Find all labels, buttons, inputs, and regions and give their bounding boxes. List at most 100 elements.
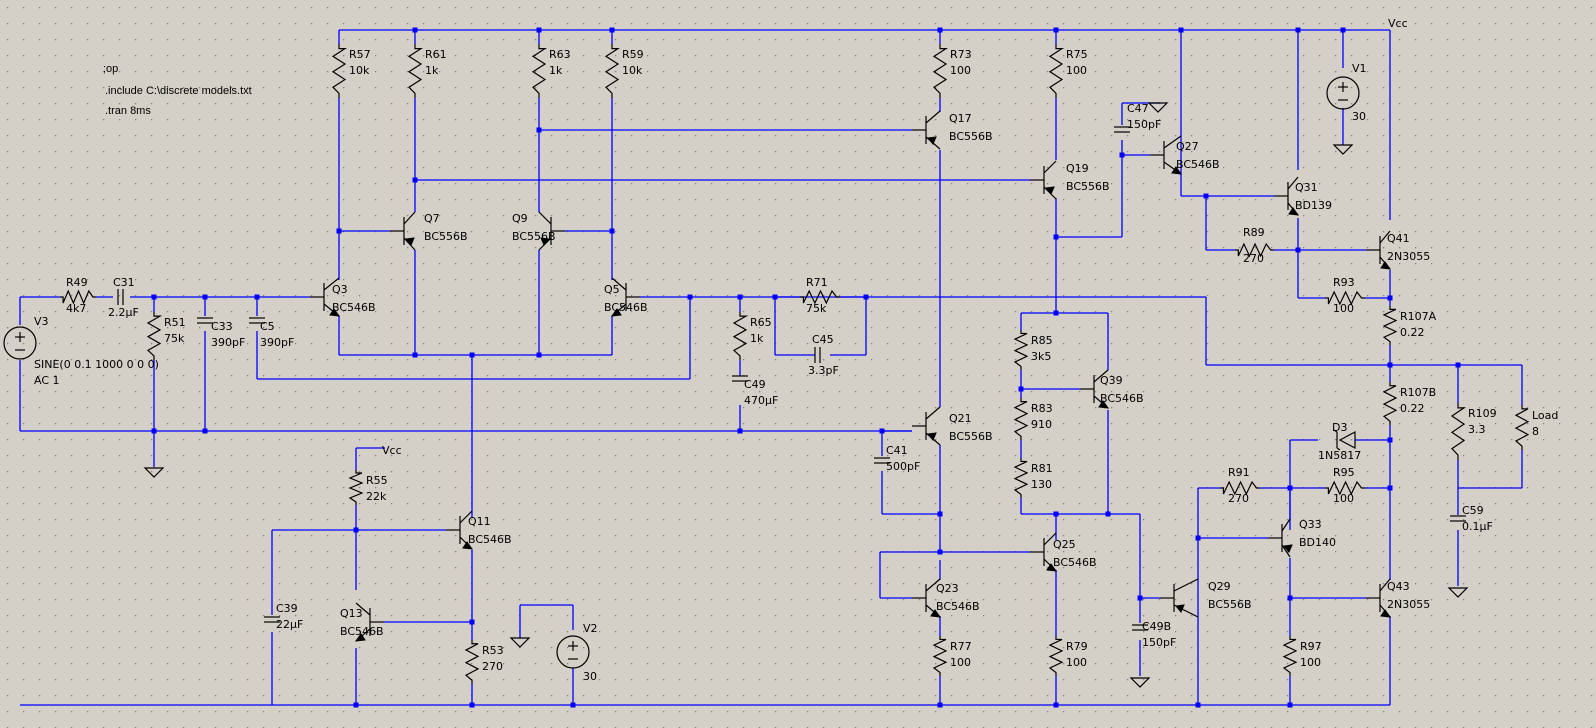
junction: [336, 228, 342, 234]
capacitor-ref: C33: [211, 320, 233, 333]
resistor-r79[interactable]: [1048, 636, 1064, 676]
capacitor-ref: C49: [744, 378, 766, 391]
resistor-r71[interactable]: [800, 289, 840, 305]
junction: [1053, 702, 1059, 708]
ground-symbol: [1129, 677, 1151, 688]
transistor-model: BC556B: [1208, 598, 1252, 611]
bjt-emitter: [1281, 544, 1291, 558]
labels: R5710kR611kR631kR5910kR73100R75100R5175k…: [34, 48, 1558, 683]
resistor-ref: R109: [1468, 407, 1497, 420]
resistor-load[interactable]: [1514, 405, 1530, 450]
resistor-r93[interactable]: [1325, 290, 1365, 306]
resistor-r95[interactable]: [1325, 480, 1365, 496]
capacitor-value: 22µF: [276, 618, 303, 631]
junction: [1455, 362, 1461, 368]
junction: [1295, 27, 1301, 33]
resistor-r89[interactable]: [1235, 242, 1274, 258]
resistor-r109[interactable]: [1450, 403, 1466, 460]
resistor-r61[interactable]: [407, 44, 424, 98]
resistor-r55[interactable]: [348, 470, 364, 505]
resistor-value: 1k: [750, 332, 764, 345]
junction: [1387, 485, 1393, 491]
junction: [412, 27, 418, 33]
capacitor-value: 2.2µF: [108, 306, 139, 319]
diode-ref: D3: [1332, 421, 1347, 434]
resistor-ref: R71: [806, 276, 828, 289]
junction: [863, 294, 869, 300]
resistor-r85[interactable]: [1013, 330, 1029, 370]
resistor-r73[interactable]: [932, 44, 949, 98]
transistor-ref: Q33: [1299, 518, 1322, 531]
resistor-ref: Load: [1532, 409, 1558, 422]
resistor-ref: R61: [425, 48, 447, 61]
resistor-r59[interactable]: [604, 44, 621, 98]
transistor-ref: Q9: [512, 212, 528, 225]
resistor-value: 8: [1532, 425, 1539, 438]
resistor-r77[interactable]: [932, 636, 948, 676]
resistor-ref: R53: [482, 644, 504, 657]
junction: [1053, 511, 1059, 517]
resistor-r97[interactable]: [1282, 636, 1298, 676]
junction: [1137, 595, 1143, 601]
resistor-value: 0.22: [1400, 402, 1425, 415]
resistor-r57[interactable]: [331, 44, 348, 98]
junction: [1287, 485, 1293, 491]
ground-symbol: [1147, 102, 1169, 113]
junction: [536, 27, 542, 33]
resistor-value: 10k: [349, 64, 370, 77]
bjt-arrow: [1098, 400, 1110, 409]
bjt-collector: [355, 602, 371, 616]
capacitor-ref: C47: [1127, 102, 1149, 115]
voltage-source-v1[interactable]: [1326, 76, 1360, 110]
voltage-source-v3[interactable]: [3, 326, 37, 360]
junction: [353, 527, 359, 533]
junction: [469, 352, 475, 358]
resistor-r51[interactable]: [146, 312, 163, 360]
bjt-arrow: [930, 609, 942, 618]
junction: [1105, 511, 1111, 517]
resistor-r107b[interactable]: [1382, 382, 1398, 425]
transistor-model: BC556B: [949, 130, 993, 143]
junction: [609, 228, 615, 234]
ground-symbol: [1447, 587, 1469, 598]
bjt-collector: [925, 110, 941, 124]
resistor-r53[interactable]: [464, 640, 480, 684]
resistor-value: 270: [1228, 492, 1249, 505]
transistor-model: BD140: [1299, 536, 1336, 549]
resistor-r49[interactable]: [60, 289, 96, 305]
junction: [1119, 152, 1125, 158]
directive-op: ;op: [103, 63, 118, 75]
transistor-model: BC546B: [936, 600, 980, 613]
capacitor-value: 3.3pF: [808, 364, 839, 377]
resistor-r65[interactable]: [732, 312, 749, 360]
diode-d3[interactable]: [1338, 431, 1356, 449]
junction: [570, 702, 576, 708]
junction: [737, 428, 743, 434]
voltage-source-v2[interactable]: [556, 635, 590, 669]
resistor-r75[interactable]: [1048, 44, 1065, 98]
transistor-ref: Q25: [1053, 538, 1076, 551]
resistor-ref: R107B: [1400, 386, 1436, 399]
capacitor-ref: C31: [113, 276, 135, 289]
capacitor-value: 0.1µF: [1462, 520, 1493, 533]
junction: [937, 549, 943, 555]
resistor-r63[interactable]: [531, 44, 548, 98]
capacitor-value: 150pF: [1142, 636, 1176, 649]
resistor-r83[interactable]: [1013, 398, 1029, 440]
resistor-r81[interactable]: [1013, 458, 1029, 498]
ground-symbol: [509, 637, 531, 648]
junction: [151, 294, 157, 300]
junction: [1053, 310, 1059, 316]
bjt-collector: [1287, 176, 1299, 190]
directive-tran: .tran 8ms: [105, 105, 151, 117]
resistor-value: 100: [950, 64, 971, 77]
resistor-r91[interactable]: [1220, 480, 1260, 496]
resistor-r107a[interactable]: [1382, 306, 1398, 345]
diode-cathode: [1333, 429, 1341, 451]
resistor-ref: R85: [1031, 334, 1053, 347]
junction: [1287, 702, 1293, 708]
resistor-ref: R107A: [1400, 310, 1437, 323]
transistor-model: BC556B: [424, 230, 468, 243]
